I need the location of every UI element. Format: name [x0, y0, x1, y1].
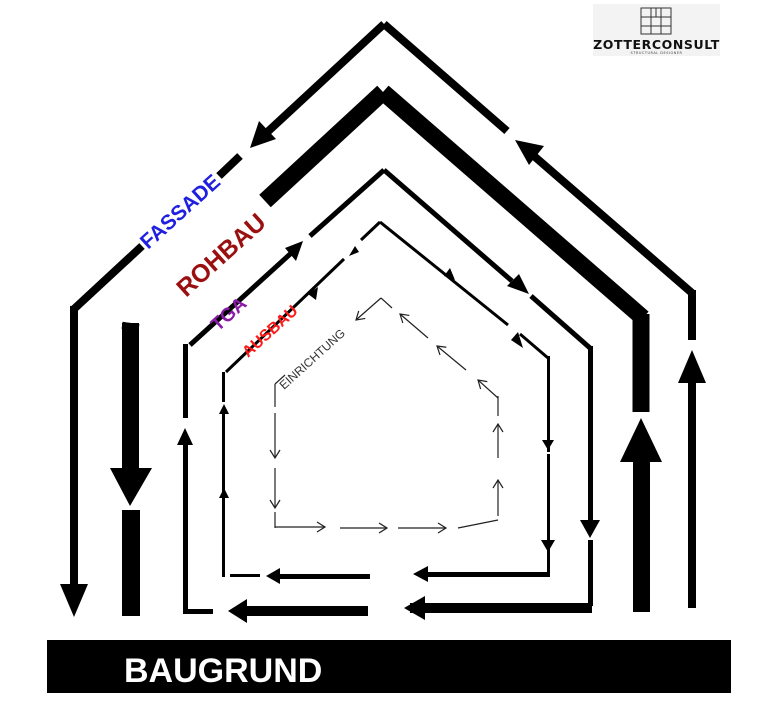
- baugrund-label: BAUGRUND: [124, 652, 322, 690]
- fassade-ring: [60, 20, 706, 617]
- ausbau-ring: [219, 220, 555, 584]
- zotterconsult-logo: ZOTTERCONSULT STRUCTURAL DESIGNER: [593, 4, 720, 56]
- rohbau-label: ROHBAU: [171, 208, 271, 302]
- fassade-label: FASSADE: [136, 170, 225, 253]
- einrichtung-label: EINRICHTUNG: [277, 326, 348, 392]
- tga-label: TGA: [207, 293, 251, 336]
- ausbau-label: AUSBAU: [239, 303, 301, 361]
- rohbau-ring: [110, 85, 662, 616]
- einrichtung-ring: [269, 297, 504, 534]
- tga-ring: [177, 168, 600, 623]
- logo-name: ZOTTERCONSULT: [593, 37, 720, 52]
- logo-tagline: STRUCTURAL DESIGNER: [630, 51, 683, 55]
- logo-grid-icon: [640, 7, 672, 35]
- baugrund-bar: [47, 640, 731, 693]
